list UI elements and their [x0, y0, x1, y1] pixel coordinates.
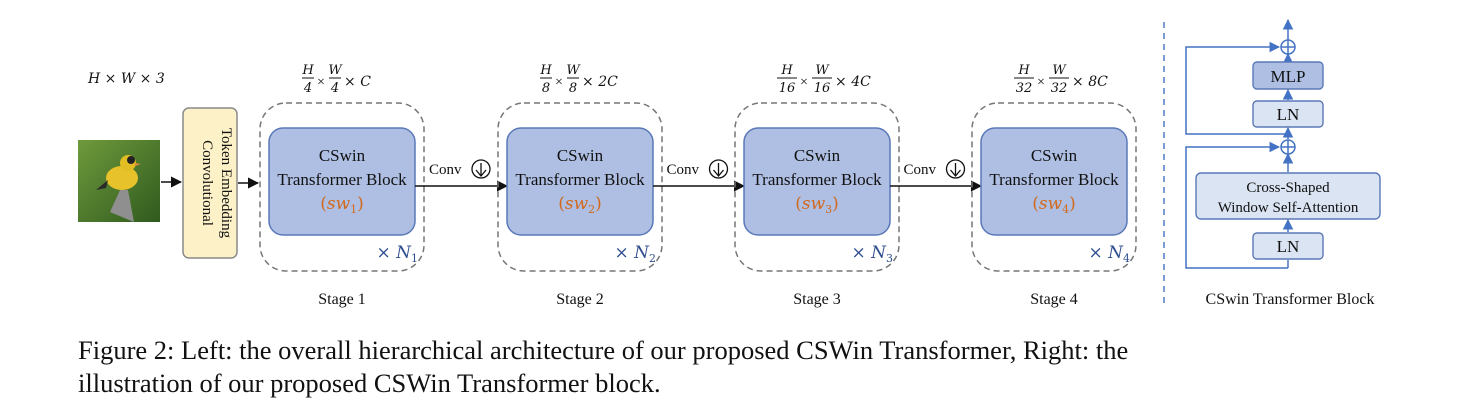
stage-container	[734, 102, 900, 272]
downsample-icon	[471, 159, 491, 179]
embed-label-line2: Token Embedding	[218, 128, 234, 239]
token-embedding-box: Convolutional Token Embedding	[182, 107, 238, 259]
frac-h-den: 8	[542, 81, 550, 96]
channel-dim: × 2C	[582, 74, 618, 90]
stripe-width-label: (sw4)	[1032, 194, 1076, 216]
block-label-line2: Transformer Block	[277, 170, 407, 189]
stripe-width-label: (sw2)	[558, 194, 602, 216]
ln-bottom-box	[1252, 232, 1324, 260]
block-label-line1: CSwin	[1031, 146, 1078, 165]
stage-container	[497, 102, 663, 272]
frac-h-num: H	[539, 63, 552, 78]
frac-w-den: 16	[814, 81, 831, 96]
stage-label: Stage 2	[556, 291, 604, 308]
stage-label: Stage 1	[318, 291, 366, 308]
block-label-line2: Transformer Block	[989, 170, 1119, 189]
frac-w-den: 8	[569, 81, 577, 96]
times-sign: ×	[800, 75, 808, 90]
block-label-line1: CSwin	[557, 146, 604, 165]
embed-fill-rect	[182, 107, 238, 259]
add-node-bottom	[1280, 139, 1296, 155]
mlp-label: MLP	[1271, 67, 1306, 86]
frac-h-num: H	[301, 63, 314, 78]
frac-w-num: W	[1052, 63, 1067, 78]
frac-w-den: 4	[330, 81, 339, 96]
attention-box	[1195, 172, 1381, 220]
ln-bottom-label: LN	[1277, 237, 1300, 256]
block-label-line1: CSwin	[794, 146, 841, 165]
channel-dim: × 4C	[835, 74, 871, 90]
block-label-line1: CSwin	[319, 146, 366, 165]
frac-h-den: 32	[1016, 81, 1033, 96]
downsample-icon	[945, 159, 966, 179]
downsample-icon	[708, 159, 729, 179]
channel-dim: × 8C	[1072, 74, 1108, 90]
architecture-diagram: H × W × 3 Convolutional Token Embedding …	[78, 18, 1381, 308]
block-label-line2: Transformer Block	[515, 170, 645, 189]
mlp-box	[1252, 61, 1324, 90]
frac-h-num: H	[780, 63, 793, 78]
stage-container	[971, 102, 1137, 272]
block-label-line2: Transformer Block	[752, 170, 882, 189]
stage-dims: H 16 × W 16 × 4C	[777, 63, 871, 96]
times-sign: ×	[555, 75, 563, 90]
residual-connection-1	[1185, 141, 1288, 269]
conv-label: Conv	[904, 162, 937, 178]
attention-label-line2: Window Self-Attention	[1218, 200, 1359, 216]
ln-top-box	[1252, 100, 1324, 128]
frac-w-num: W	[815, 63, 830, 78]
frac-h-num: H	[1017, 63, 1030, 78]
stage-label: Stage 4	[1030, 291, 1078, 308]
conv-label: Conv	[667, 162, 700, 178]
repeat-count: × N4	[1088, 243, 1130, 265]
conv-label: Conv	[429, 162, 462, 178]
repeat-count: × N1	[376, 243, 418, 265]
stripe-width-label: (sw3)	[795, 194, 839, 216]
channel-dim: × C	[344, 74, 371, 90]
cswin-block	[268, 127, 416, 236]
repeat-count: × N3	[851, 243, 893, 265]
cswin-block	[743, 127, 891, 236]
times-sign: ×	[317, 75, 325, 90]
frac-w-den: 32	[1051, 81, 1068, 96]
cswin-block	[506, 127, 654, 236]
frac-h-den: 16	[779, 81, 796, 96]
bird-image	[78, 140, 160, 222]
input-dims: H × W × 3	[87, 71, 165, 87]
stage-dims: H 8 ×W 8 × 2C	[539, 63, 618, 96]
embed-label-line1: Convolutional	[199, 140, 215, 226]
figure-caption: Figure 2: Left: the overall hierarchical…	[78, 334, 1408, 400]
frac-w-num: W	[566, 63, 581, 78]
add-node-top	[1280, 39, 1296, 55]
times-sign: ×	[1037, 75, 1045, 90]
caption-line-2: illustration of our proposed CSWin Trans…	[78, 368, 661, 398]
stage-container	[259, 102, 425, 272]
frac-h-den: 4	[303, 81, 312, 96]
stage-dims: H 32 × W 32 × 8C	[1014, 63, 1108, 96]
cswin-block	[980, 127, 1128, 236]
stripe-width-label: (sw1)	[320, 194, 364, 216]
ln-top-label: LN	[1277, 105, 1300, 124]
caption-line-1: Figure 2: Left: the overall hierarchical…	[78, 335, 1129, 365]
stage-label: Stage 3	[793, 291, 841, 308]
attention-label-line1: Cross-Shaped	[1246, 180, 1330, 196]
frac-w-num: W	[328, 63, 343, 78]
repeat-count: × N2	[614, 243, 656, 265]
residual-connection-2	[1185, 41, 1288, 135]
stage-dims: H 4 ×W 4 × C	[301, 63, 371, 96]
block-detail-title: CSwin Transformer Block	[1206, 291, 1375, 308]
block-detail: MLP LN Cross-Shaped Window Self-Attentio…	[1185, 18, 1381, 308]
